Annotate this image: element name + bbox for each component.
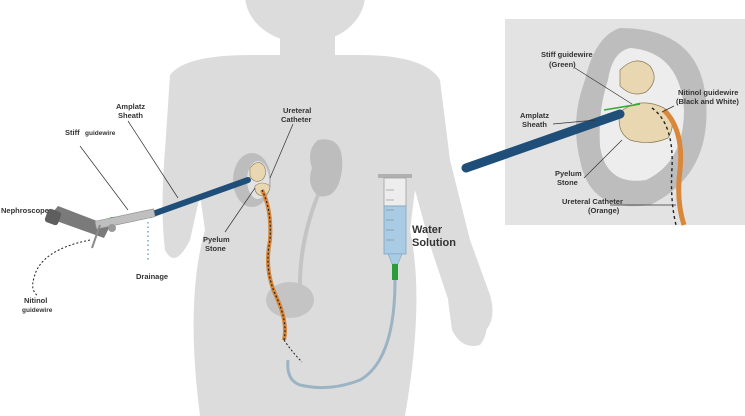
label-stone: Stone: [205, 244, 226, 253]
right-kidney: [310, 139, 343, 197]
inset-panel: [461, 19, 745, 226]
water-syringe: [378, 174, 412, 280]
label-catheter: Catheter: [281, 115, 312, 124]
nephroscope: [44, 206, 156, 249]
label-nephroscope: Nephroscope: [1, 206, 49, 215]
label-sheath: Sheath: [118, 111, 143, 120]
label-drainage: Drainage: [136, 272, 168, 281]
ureteral-catheter: [260, 189, 303, 363]
inset-label-stone: Stone: [557, 178, 578, 187]
inset-label-pyelum: Pyelum: [555, 169, 582, 178]
label-nitinol: Nitinol: [24, 296, 47, 305]
bladder: [266, 282, 314, 318]
leader-lines: [79, 120, 294, 233]
inset-label-black-white: (Black and White): [676, 97, 739, 106]
label-nitinol-guidewire: guidewire: [22, 307, 53, 314]
inset-label-ureteral-catheter: Ureteral Catheter: [562, 197, 623, 206]
label-stiff-guidewire: guidewire: [85, 130, 116, 137]
label-amplatz: Amplatz: [116, 102, 145, 111]
label-water: Water: [412, 224, 443, 236]
irrigation-tube: [286, 279, 397, 390]
inset-label-amplatz: Amplatz: [520, 111, 549, 120]
inset-label-nitinol-guidewire: Nitinol guidewire: [678, 88, 738, 97]
pyelum-stone: [249, 162, 271, 197]
body-silhouette: [162, 0, 493, 416]
inset-leader-lines: [552, 67, 676, 206]
nitinol-guidewire-line: [32, 239, 91, 297]
inset-label-orange: (Orange): [588, 206, 620, 215]
amplatz-sheath: [147, 177, 251, 218]
label-solution: Solution: [412, 237, 456, 249]
label-stiff: Stiff: [65, 128, 80, 137]
inset-label-stiff-guidewire: Stiff guidewire: [541, 50, 593, 59]
inset-label-sheath: Sheath: [522, 120, 547, 129]
label-pyelum: Pyelum: [203, 235, 230, 244]
label-ureteral: Ureteral: [283, 106, 311, 115]
inset-label-green: (Green): [549, 60, 576, 69]
right-ureter: [298, 194, 320, 286]
